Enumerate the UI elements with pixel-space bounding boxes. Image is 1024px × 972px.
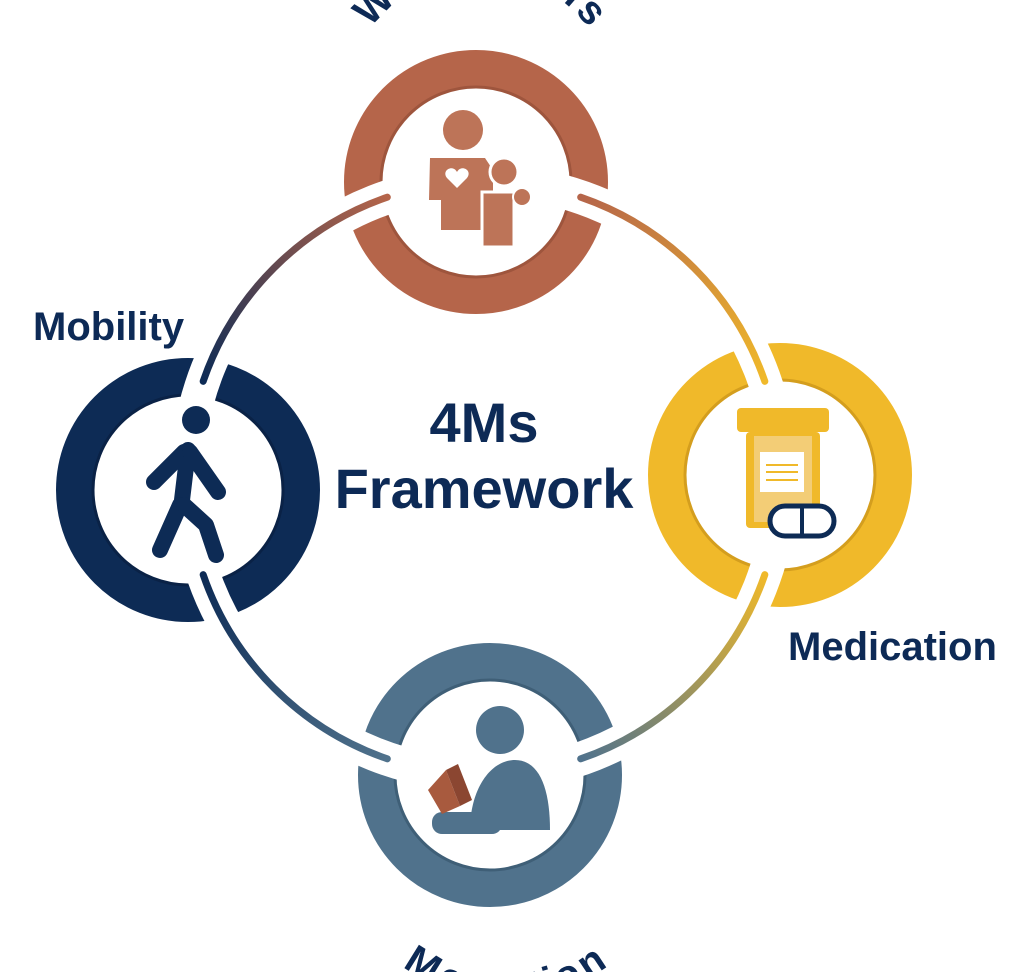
pill-bottle-icon	[737, 408, 837, 539]
title-line-2: Framework	[335, 457, 635, 520]
connector-what-matters-medication	[577, 193, 769, 385]
label-mentation: Mentation	[397, 937, 613, 972]
parent-child-heart-icon	[429, 110, 532, 249]
connector-mobility-what-matters	[199, 193, 391, 385]
label-what-matters: What matters	[345, 0, 616, 34]
title-line-1: 4Ms	[430, 391, 539, 454]
label-medication: Medication	[788, 625, 997, 669]
connector-medication-mentation	[577, 571, 769, 763]
person-reading-icon	[428, 706, 550, 834]
label-mobility: Mobility	[33, 305, 185, 349]
connector-mentation-mobility	[199, 571, 391, 763]
walking-person-icon	[146, 406, 226, 563]
connector-circle	[199, 193, 769, 763]
